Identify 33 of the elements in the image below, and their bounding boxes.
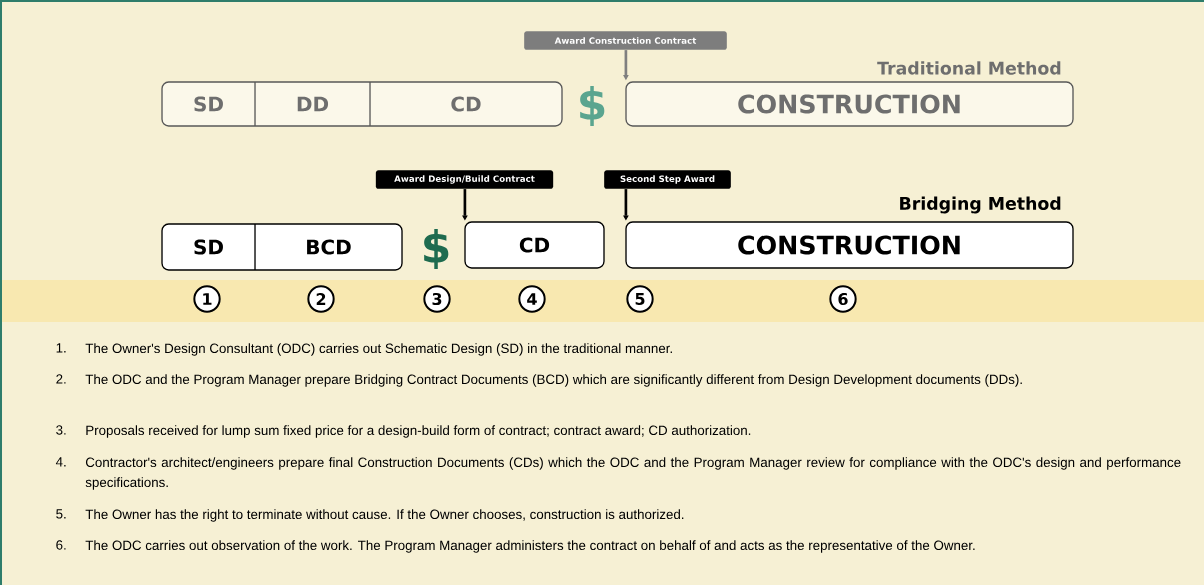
step-number: 4 (518, 285, 546, 313)
step-number: 2 (307, 285, 335, 313)
step-number: 3 (423, 285, 451, 313)
callout-box: Award Construction Contract (524, 31, 727, 50)
list-item: The Owner's Design Consultant (ODC) carries out Schematic Design (SD) in the traditional manner. (85, 343, 672, 356)
method-title: Traditional Method (877, 61, 1061, 75)
list-number: 5. (56, 509, 66, 519)
dollar-sign: $ (424, 229, 449, 269)
phase-label: CD (451, 96, 481, 112)
list-number: 3. (56, 425, 66, 435)
phase-label: CONSTRUCTION (738, 235, 960, 255)
phase-label: CONSTRUCTION (738, 94, 960, 114)
list-number: 2. (56, 374, 66, 384)
step-number: 6 (829, 285, 857, 313)
list-number: 4. (55, 457, 66, 467)
list-item: The ODC and the Program Manager prepare Bridging Contract Documents (BCD) which are significantly different from Design Development documents (DDs). (85, 374, 1022, 387)
phase-label: DD (297, 96, 329, 112)
phase-label: BCD (307, 239, 351, 255)
phase-label: SD (194, 239, 223, 255)
callout-box: Award Design/Build Contract (375, 170, 554, 189)
list-item: Proposals received for lump sum fixed price for a design-build form of contract; contract award; CD authorization. (86, 425, 751, 438)
list-number: 6. (56, 540, 66, 550)
phase-label: SD (194, 96, 223, 112)
callout-box: Second Step Award (604, 170, 731, 189)
list-item: The ODC carries out observation of the work. The Program Manager administers the contract on behalf of and acts as the representative of the Owner. (85, 540, 975, 553)
dollar-sign: $ (580, 86, 605, 126)
step-number: 1 (193, 285, 221, 313)
list-number: 1. (56, 343, 66, 353)
list-item: The Owner has the right to terminate without cause. If the Owner chooses, construction is authorized. (85, 509, 684, 522)
method-title: Bridging Method (900, 196, 1061, 214)
phase-label: CD (519, 237, 550, 253)
step-number: 5 (626, 285, 654, 313)
list-item: Contractor's architect/engineers prepare final Construction Documents (CDs) which the ODC and the Program Manager review for compliance with the ODC's design and performance specifications. (85, 457, 1181, 490)
